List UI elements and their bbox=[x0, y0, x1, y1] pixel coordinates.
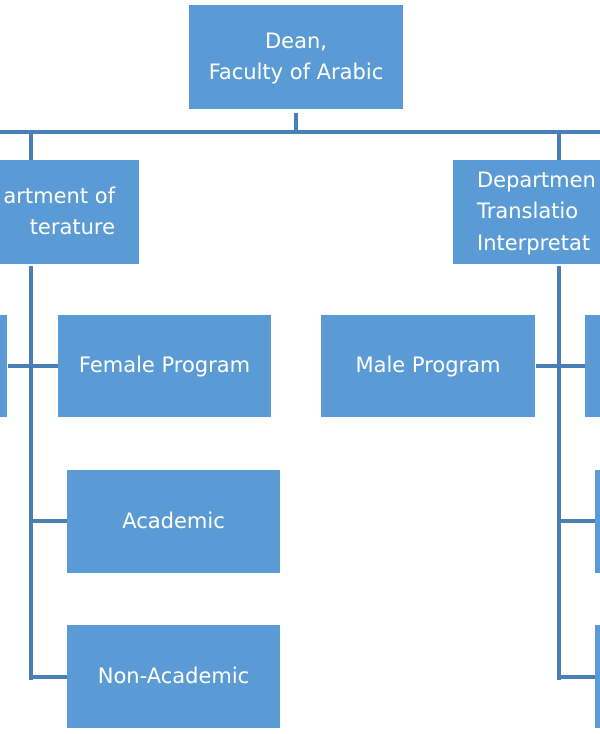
department-translation-line1: Departmen bbox=[477, 167, 596, 192]
male-program-label: Male Program bbox=[355, 353, 501, 378]
dean-title: Dean, bbox=[265, 28, 327, 53]
non-academic-label: Non-Academic bbox=[97, 663, 250, 688]
connector-to-dept-right bbox=[557, 130, 561, 162]
non-academic-box: Non-Academic bbox=[67, 625, 280, 728]
connector-to-non-academic bbox=[29, 675, 68, 679]
connector-to-male-program bbox=[536, 364, 560, 368]
female-program-label: Female Program bbox=[78, 353, 251, 378]
department-translation-line3: Interpretat bbox=[477, 230, 591, 255]
academic-box: Academic bbox=[67, 470, 280, 573]
female-program-box: Female Program bbox=[58, 315, 271, 417]
connector-to-right-clipped-box-2 bbox=[557, 519, 597, 523]
department-translation-line2: Translatio bbox=[477, 199, 579, 224]
left-clipped-box bbox=[0, 315, 7, 417]
department-literature-box: artment of terature bbox=[0, 160, 139, 264]
connector-to-right-clipped-box-3 bbox=[557, 675, 597, 679]
dean-box: Dean, Faculty of Arabic bbox=[189, 5, 403, 109]
connector-dept-left-vertical bbox=[29, 266, 33, 680]
connector-horizontal-bus bbox=[0, 130, 600, 134]
connector-to-academic bbox=[29, 519, 68, 523]
department-translation-box: Departmen Translatio Interpretat bbox=[453, 160, 600, 264]
department-literature-line2: terature bbox=[29, 215, 115, 239]
connector-to-dept-left bbox=[29, 130, 33, 162]
right-clipped-box-3 bbox=[595, 625, 600, 728]
connector-to-right-clipped-box-1 bbox=[557, 364, 587, 368]
dean-faculty: Faculty of Arabic bbox=[208, 60, 384, 84]
right-clipped-box-2 bbox=[595, 470, 600, 573]
connector-to-left-clipped-box bbox=[8, 364, 32, 368]
connector-dept-right-vertical bbox=[557, 266, 561, 680]
male-program-box: Male Program bbox=[321, 315, 535, 417]
department-literature-line1: artment of bbox=[3, 183, 115, 208]
right-clipped-box-1 bbox=[585, 315, 600, 417]
academic-label: Academic bbox=[122, 508, 225, 533]
connector-to-female-program bbox=[29, 364, 59, 368]
connector-root-down bbox=[294, 113, 298, 134]
